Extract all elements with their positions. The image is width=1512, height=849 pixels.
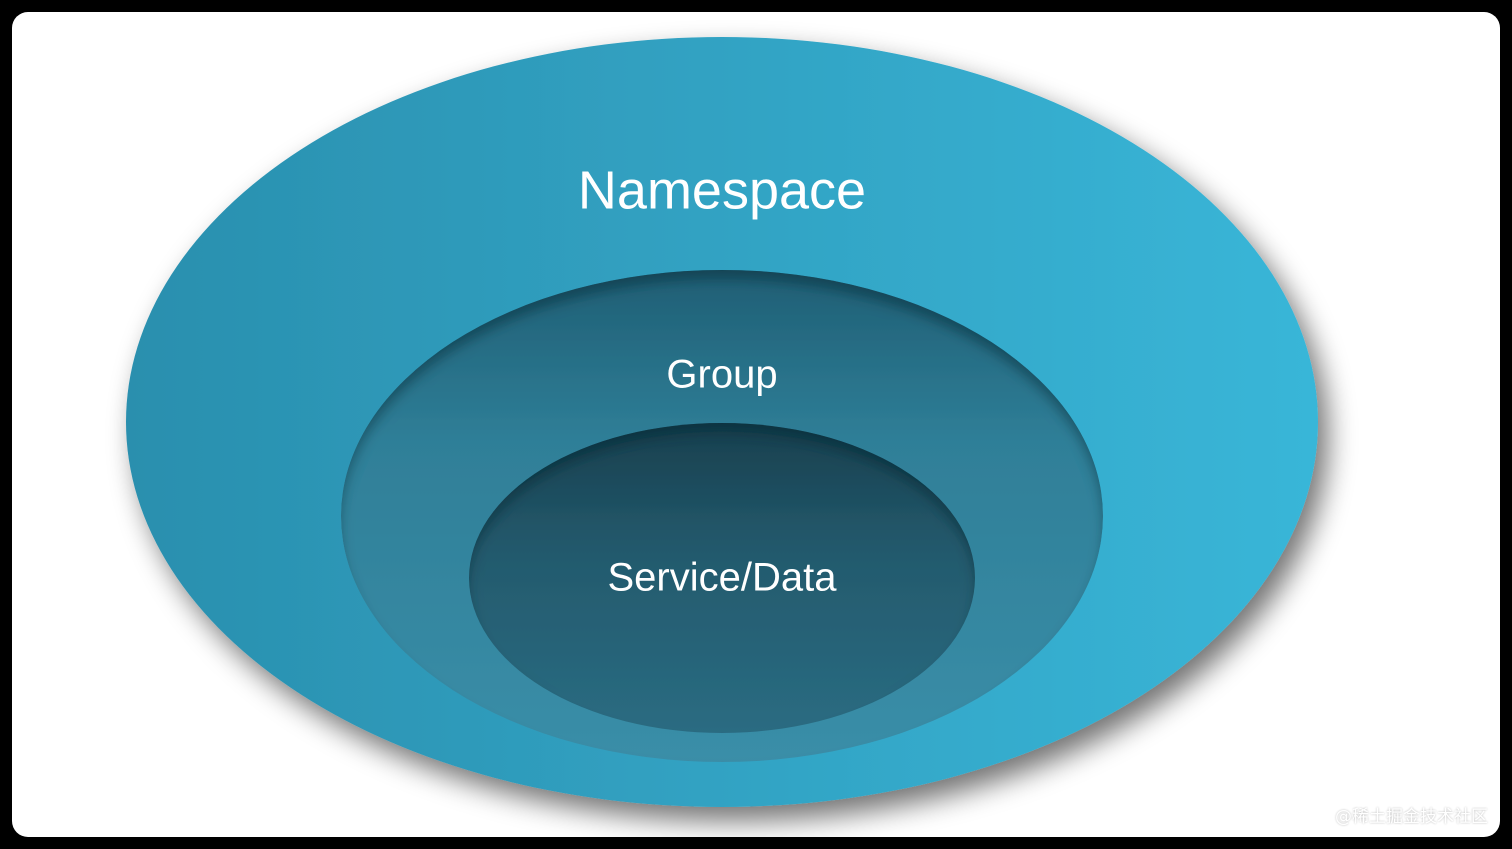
- service-data-label: Service/Data: [608, 556, 838, 600]
- service-data-ellipse: [469, 423, 975, 733]
- watermark-text: @稀土掘金技术社区: [1335, 807, 1488, 827]
- group-label: Group: [666, 353, 777, 397]
- namespace-label: Namespace: [578, 160, 866, 220]
